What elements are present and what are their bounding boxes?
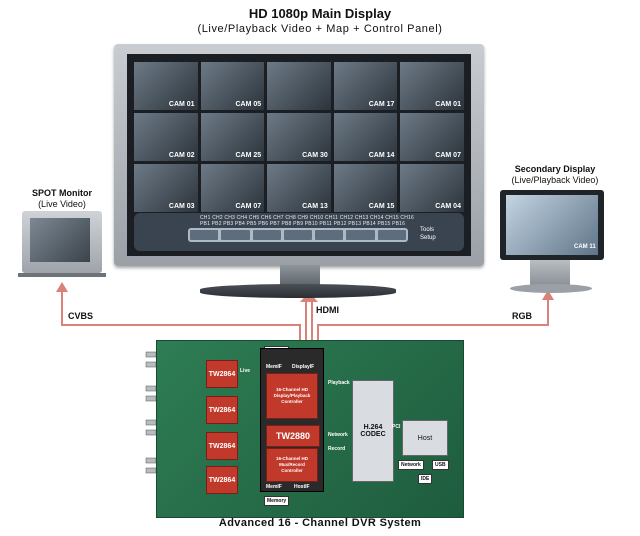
camera-tile	[267, 62, 331, 110]
spot-monitor-base	[18, 273, 106, 277]
secondary-display-sublabel: (Live/Playback Video)	[490, 175, 620, 185]
record-label: Record	[328, 446, 345, 452]
pci-label: PCI	[392, 424, 400, 430]
camera-tile: CAM 03	[134, 164, 198, 212]
camera-tile: CAM 05	[201, 62, 265, 110]
camera-tile: CAM 13	[267, 164, 331, 212]
tools-setup[interactable]: Tools Setup	[420, 226, 436, 242]
secondary-display-label: Secondary Display	[490, 164, 620, 174]
main-display-stand	[280, 265, 320, 285]
hdmi-label: HDMI	[316, 305, 339, 315]
rgb-label: RGB	[512, 311, 532, 321]
main-display-base	[200, 284, 396, 298]
secondary-display-stand	[530, 260, 570, 286]
diagram-caption: Advanced 16 - Channel DVR System	[0, 517, 640, 529]
camera-tile: CAM 01	[400, 62, 464, 110]
usb-port: USB	[432, 460, 449, 470]
diagram-title: HD 1080p Main Display	[0, 6, 640, 21]
tw2864-chip: TW2864	[206, 360, 238, 388]
channel-tabs: CH1 CH2 CH3 CH4 CH5 CH6 CH7 CH8 CH9 CH10…	[200, 215, 414, 227]
network-port: Network	[398, 460, 424, 470]
spot-monitor-sublabel: (Live Video)	[22, 199, 102, 209]
cvbs-label: CVBS	[68, 311, 93, 321]
live-label: Live	[240, 368, 250, 374]
spot-monitor-screen	[30, 218, 90, 262]
camera-tile: CAM 17	[334, 62, 398, 110]
tw2864-chip: TW2864	[206, 396, 238, 424]
camera-tile: CAM 04	[400, 164, 464, 212]
memif-bottom-label: MemIF	[266, 484, 282, 490]
camera-grid: CAM 01 CAM 05 CAM 17 CAM 01 CAM 02 CAM 2…	[134, 62, 464, 212]
diagram-subtitle: (Live/Playback Video + Map + Control Pan…	[0, 23, 640, 35]
memif-label: MemIF	[266, 364, 282, 370]
hostif-label: HostIF	[294, 484, 310, 490]
displayif-label: DisplayIF	[292, 364, 314, 370]
tw2880-chip: TW2880	[266, 425, 320, 447]
playback-label: Playback	[328, 380, 350, 386]
ide-port: IDE	[418, 474, 432, 484]
tw2864-chip: TW2864	[206, 432, 238, 460]
display-controller: 16-Channel HD Display/Playback Controlle…	[266, 373, 318, 419]
secondary-cam-label: CAM 11	[574, 244, 596, 250]
record-controller: 16-Channel HD Mux/Record Controller	[266, 448, 318, 482]
h264-codec: H.264 CODEC	[352, 380, 394, 482]
camera-tile: CAM 14	[334, 113, 398, 161]
spot-monitor-label: SPOT Monitor	[22, 188, 102, 198]
camera-tile: CAM 07	[400, 113, 464, 161]
camera-tile: CAM 25	[201, 113, 265, 161]
host-processor: Host	[402, 420, 448, 456]
camera-tile: CAM 07	[201, 164, 265, 212]
network-in-label: Network	[328, 432, 348, 438]
cvbs-arrow	[56, 282, 68, 292]
camera-tile: CAM 02	[134, 113, 198, 161]
camera-tile: CAM 01	[134, 62, 198, 110]
camera-tile: CAM 15	[334, 164, 398, 212]
secondary-display-base	[510, 284, 592, 293]
memory-bottom: Memory	[264, 496, 289, 506]
tw2864-chip: TW2864	[206, 466, 238, 494]
camera-tile: CAM 30	[267, 113, 331, 161]
layout-buttons[interactable]	[188, 228, 408, 242]
